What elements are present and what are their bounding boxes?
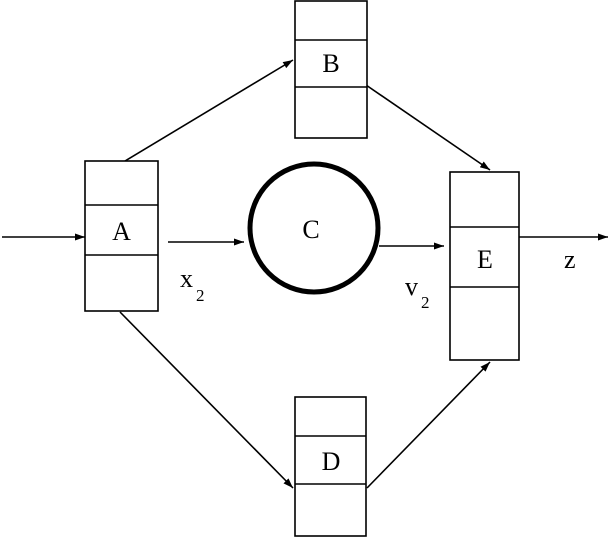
edge-label-z-base: z (564, 245, 576, 274)
edge-label-x2-base: x (180, 264, 193, 293)
edge-label-z: z (564, 245, 576, 274)
node-b-label: B (322, 49, 339, 78)
edge-a-to-b (124, 59, 294, 162)
node-a-label: A (112, 217, 131, 246)
edge-label-x2-sub: 2 (196, 286, 205, 305)
node-b: B (294, 0, 368, 139)
node-c-label: C (302, 215, 319, 244)
node-e: E (449, 171, 520, 361)
edge-label-x2: x 2 (180, 264, 205, 305)
edge-b-to-e (365, 84, 491, 171)
edge-label-v2-base: v (405, 272, 418, 301)
edge-label-v2: v 2 (405, 272, 430, 312)
edge-d-to-e (366, 361, 491, 489)
node-a: A (84, 160, 159, 312)
node-e-label: E (477, 245, 493, 274)
edge-label-v2-sub: 2 (421, 293, 430, 312)
node-d-label: D (322, 447, 341, 476)
edge-a-to-d (119, 311, 294, 489)
node-c: C (247, 161, 381, 295)
node-d: D (294, 396, 367, 537)
